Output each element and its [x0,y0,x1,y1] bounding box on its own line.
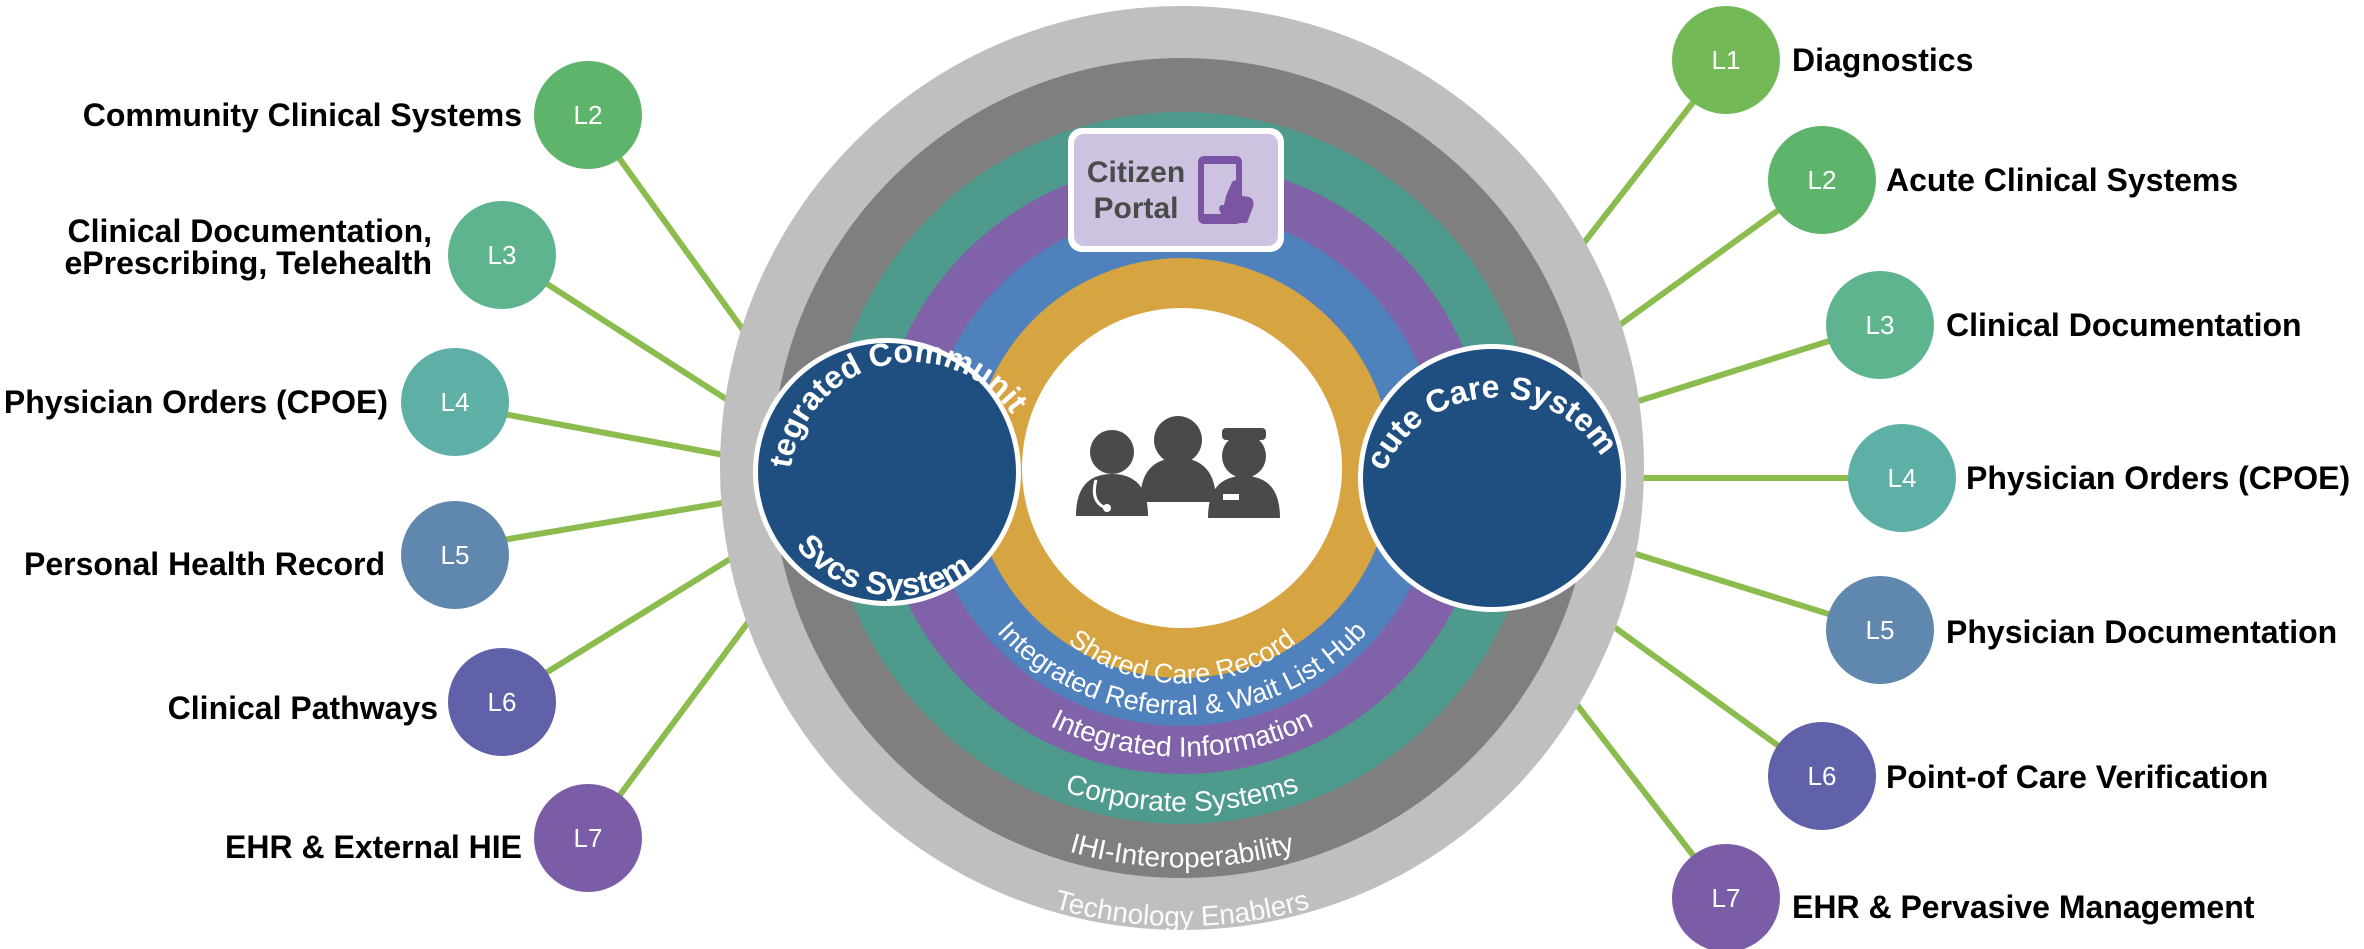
item-label: Diagnostics [1792,42,1973,78]
left-items: L2 Community Clinical Systems L3 Clinica… [4,61,642,892]
badge-circle [1672,844,1780,949]
badge-label: L2 [574,100,603,130]
portal-title-line2: Portal [1093,192,1178,225]
right-item-l1: L1 Diagnostics [1672,6,1973,114]
badge-label: L5 [441,540,470,570]
badge-label: L6 [1808,761,1837,791]
badge-circle [448,648,556,756]
citizen-portal: Citizen Portal [1068,128,1284,252]
badge-label: L4 [1888,463,1917,493]
item-label: Clinical Documentation [1946,307,2302,343]
badge-circle [448,201,556,309]
badge-circle [1826,576,1934,684]
right-item-l7: L7 EHR & Pervasive Management [1672,844,2255,949]
tablet-touch-icon [1198,156,1254,224]
item-label: Community Clinical Systems [83,97,522,133]
right-item-l6: L6 Point-of Care Verification [1768,722,2268,830]
item-label: EHR & External HIE [225,829,522,865]
badge-circle [401,348,509,456]
item-label: EHR & Pervasive Management [1792,889,2255,925]
badge-label: L3 [488,240,517,270]
badge-label: L5 [1866,615,1895,645]
badge-label: L6 [488,687,517,717]
item-label-line2: ePrescribing, Telehealth [64,245,432,281]
badge-circle [1768,722,1876,830]
item-label: Physician Orders (CPOE) [1966,460,2350,496]
badge-label: L4 [441,387,470,417]
right-item-l2: L2 Acute Clinical Systems [1768,126,2238,234]
badge-circle [1672,6,1780,114]
right-item-l3: L3 Clinical Documentation [1826,271,2302,379]
item-label: Acute Clinical Systems [1886,162,2238,198]
left-item-l6: L6 Clinical Pathways [168,648,556,756]
badge-circle [1826,271,1934,379]
badge-circle [1768,126,1876,234]
badge-circle [534,784,642,892]
left-item-l4: L4 Physician Orders (CPOE) [4,348,509,456]
right-item-l4: L4 Physician Orders (CPOE) [1848,424,2350,532]
badge-circle [401,501,509,609]
care-team-people-icon [1076,416,1280,518]
item-label: Physician Orders (CPOE) [4,384,388,420]
left-item-l7: L7 EHR & External HIE [225,784,642,892]
item-label-line1: Clinical Documentation, [68,213,432,249]
item-label: Clinical Pathways [168,690,438,726]
portal-title-line1: Citizen [1087,156,1185,189]
item-label: Physician Documentation [1946,614,2337,650]
right-items: L1 Diagnostics L2 Acute Clinical Systems… [1672,6,2350,949]
left-item-l2: L2 Community Clinical Systems [83,61,642,169]
item-label: Point-of Care Verification [1886,759,2268,795]
badge-circle [1848,424,1956,532]
badge-label: L3 [1866,310,1895,340]
right-item-l5: L5 Physician Documentation [1826,576,2337,684]
badge-label: L7 [1712,883,1741,913]
left-item-l3: L3 Clinical Documentation, ePrescribing,… [64,201,556,309]
badge-label: L1 [1712,45,1741,75]
badge-label: L7 [574,823,603,853]
badge-label: L2 [1808,165,1837,195]
badge-circle [534,61,642,169]
item-label: Personal Health Record [24,546,385,582]
left-item-l5: L5 Personal Health Record [24,501,509,609]
